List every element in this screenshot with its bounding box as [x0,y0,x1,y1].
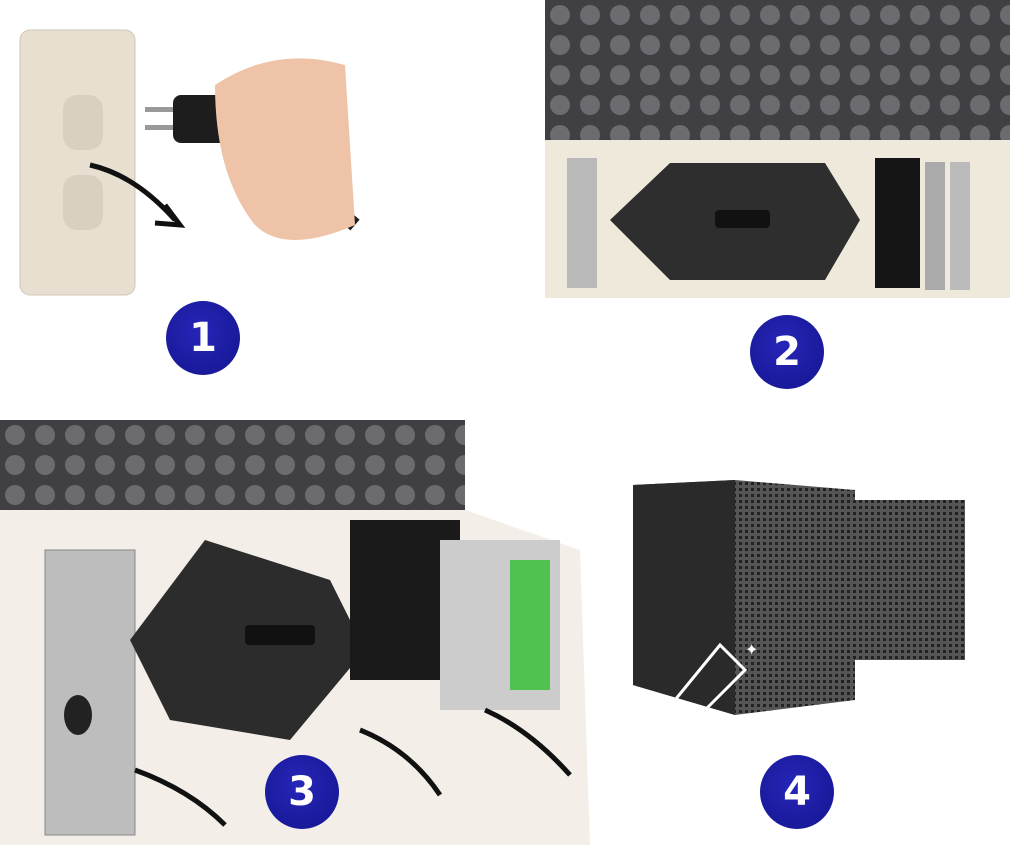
step-number: 1 [189,315,217,361]
remove-filters-photo [0,420,590,845]
step-4-badge: 4 [760,755,834,829]
step-number: 3 [288,769,316,815]
step-1-badge: 1 [166,301,240,375]
clean-filters-photo: ✦ [633,480,965,717]
step-3-badge: 3 [265,755,339,829]
unplug-photo [19,29,360,296]
step-number: 2 [773,329,801,375]
step-2-badge: 2 [750,315,824,389]
svg-text:✦: ✦ [745,640,758,659]
step-number: 4 [783,769,811,815]
filter-panel-photo [545,0,1010,298]
